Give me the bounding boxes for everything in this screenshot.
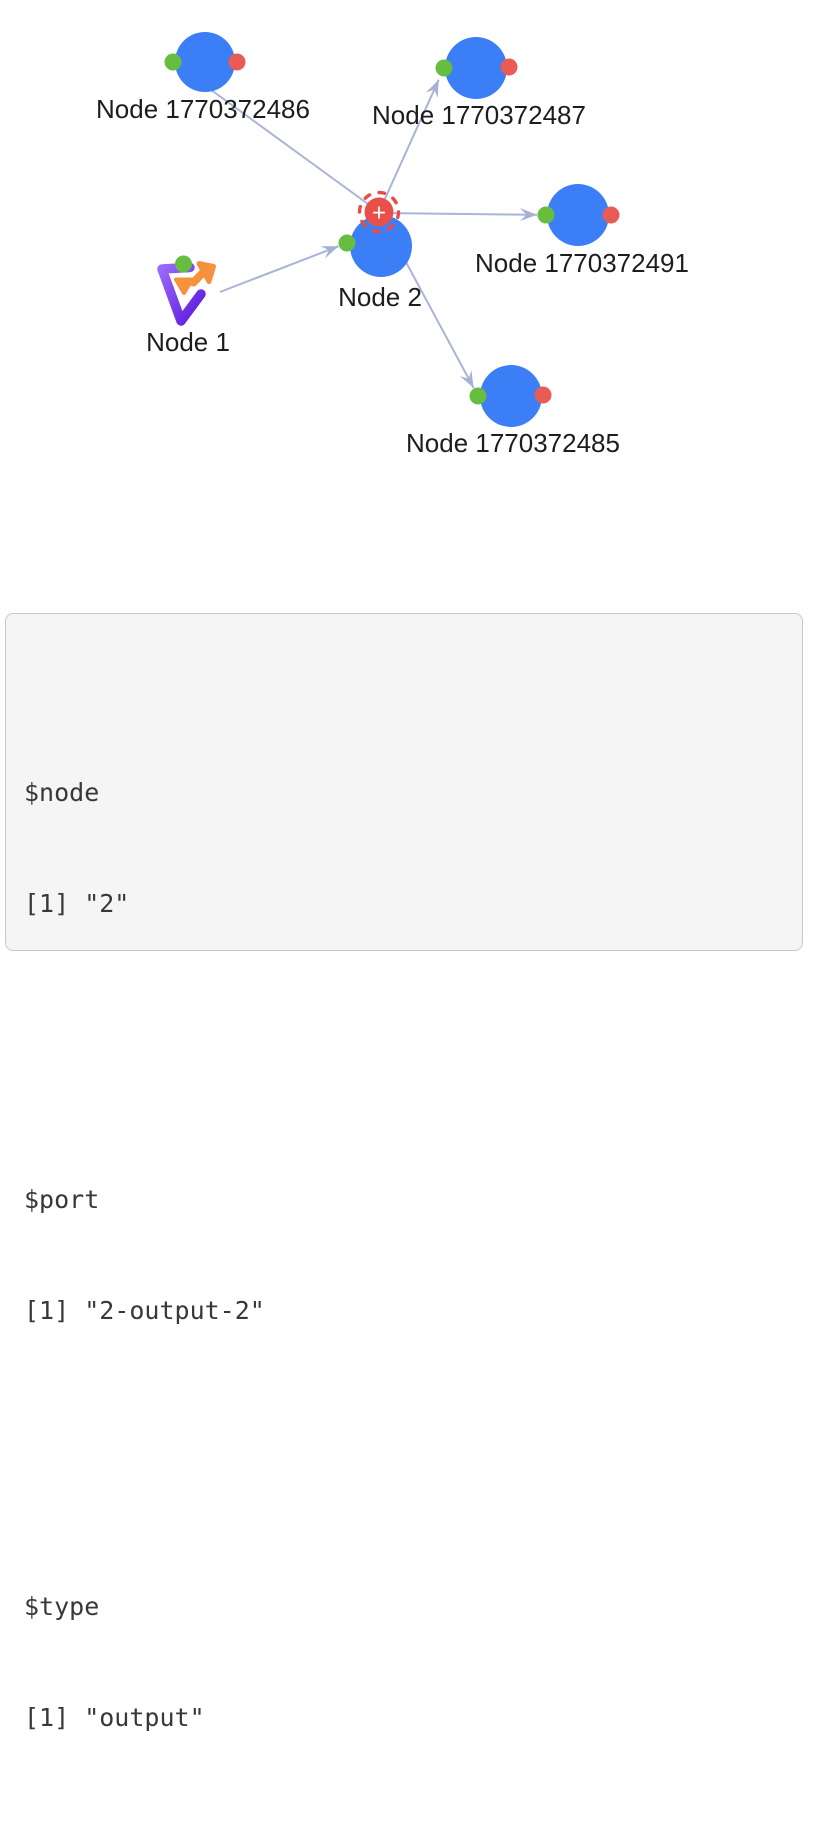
selected-port-ring <box>357 190 401 234</box>
input-port[interactable] <box>338 234 356 252</box>
node-label: Node 1770372486 <box>96 94 310 124</box>
input-port[interactable] <box>435 59 453 77</box>
console-entry-node: $node [1] "2" <box>24 700 784 996</box>
output-port-badge[interactable] <box>364 197 394 227</box>
logo-orange-corner <box>196 261 216 284</box>
node-body[interactable] <box>547 184 609 246</box>
node-body[interactable] <box>175 32 235 92</box>
r-list-value: [1] "output" <box>24 1703 205 1732</box>
output-port[interactable] <box>500 58 518 76</box>
r-list-key: $port <box>24 1185 100 1214</box>
node1-logo-icon[interactable] <box>157 255 216 326</box>
node-1770372486[interactable]: Node 1770372486 <box>96 32 310 124</box>
output-port[interactable] <box>534 386 552 404</box>
flow-canvas[interactable]: Node 1770372486 Node 1770372487 Node 177… <box>0 0 830 560</box>
node-1770372487[interactable]: Node 1770372487 <box>372 37 586 130</box>
node-label: Node 1770372485 <box>406 428 620 458</box>
r-list-value: [1] "2" <box>24 889 130 918</box>
node-label: Node 1770372487 <box>372 100 586 130</box>
console-output-box: $node [1] "2" $port [1] "2-output-2" $ty… <box>5 613 803 1732</box>
add-connection-badge[interactable]: + <box>357 190 401 234</box>
node-label: Node 2 <box>338 282 422 312</box>
output-port[interactable] <box>228 53 246 71</box>
node-1770372491[interactable]: Node 1770372491 <box>475 184 689 278</box>
edge-node2-to-491[interactable] <box>378 208 538 222</box>
input-port[interactable] <box>164 53 182 71</box>
r-list-key: $node <box>24 778 100 807</box>
node-body[interactable] <box>445 37 507 99</box>
plus-icon: + <box>372 200 386 227</box>
input-port[interactable] <box>469 387 487 405</box>
node-body[interactable] <box>480 365 542 427</box>
node-1770372485[interactable]: Node 1770372485 <box>406 365 620 458</box>
edge-node1-to-node2[interactable] <box>219 240 341 293</box>
logo-inner-triangle <box>174 277 194 295</box>
r-list-key: $type <box>24 1592 100 1621</box>
input-port[interactable] <box>537 206 555 224</box>
edge-node2-to-487[interactable] <box>378 77 445 213</box>
node-body[interactable] <box>350 215 412 277</box>
logo-triangle-outline <box>157 262 206 326</box>
output-port[interactable] <box>602 206 620 224</box>
console-entry-type: $type [1] "output" <box>24 1514 784 1810</box>
node-label: Node 1770372491 <box>475 248 689 278</box>
node-1[interactable]: Node 1 <box>146 255 230 358</box>
input-port[interactable] <box>175 255 192 273</box>
node-label: Node 1 <box>146 327 230 357</box>
r-list-value: [1] "2-output-2" <box>24 1296 265 1325</box>
node-2[interactable]: + Node 2 <box>338 190 422 313</box>
console-entry-port: $port [1] "2-output-2" <box>24 1107 784 1403</box>
